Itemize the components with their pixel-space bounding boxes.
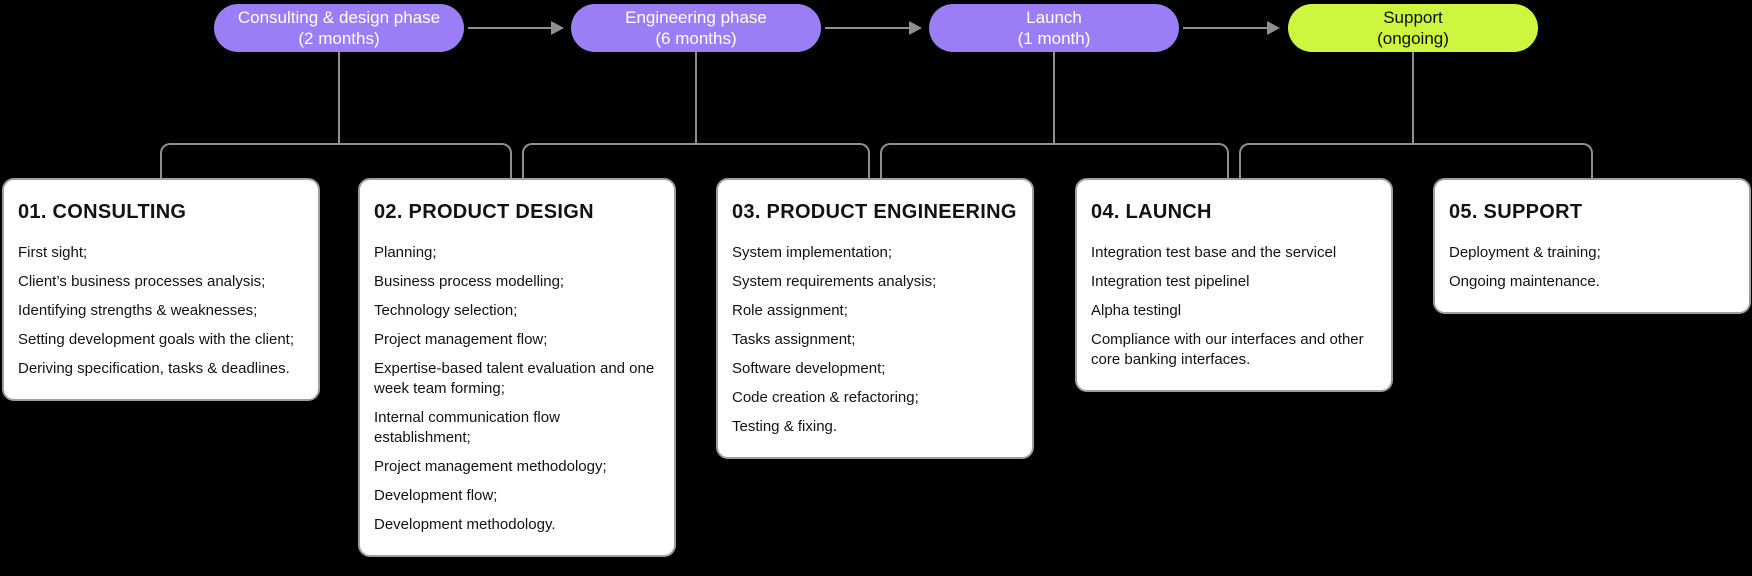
connector-drop-line bbox=[338, 52, 340, 144]
card-support: 05. SUPPORT Deployment & training; Ongoin… bbox=[1433, 178, 1751, 314]
card-item: Software development; bbox=[732, 360, 886, 377]
card-item: Role assignment; bbox=[732, 302, 848, 319]
card-consulting: 01. CONSULTING First sight; Client’s busi… bbox=[2, 178, 320, 401]
connector-bracket bbox=[1239, 143, 1593, 181]
phase-pill-launch: Launch (1 month) bbox=[929, 4, 1179, 52]
connector-bracket bbox=[522, 143, 870, 181]
arrow-line bbox=[1183, 27, 1269, 29]
phase-duration: (1 month) bbox=[1017, 29, 1091, 48]
card-items: Planning; Business process modelling; Tech… bbox=[374, 243, 660, 535]
phase-pill-engineering: Engineering phase (6 months) bbox=[571, 4, 821, 52]
phase-label: Consulting & design phase bbox=[237, 8, 441, 27]
phase-label: Engineering phase bbox=[625, 8, 767, 27]
card-item: First sight; bbox=[18, 244, 88, 261]
card-item: System requirements analysis; bbox=[732, 273, 937, 290]
phase-pill-consulting-design: Consulting & design phase (2 months) bbox=[214, 4, 464, 52]
card-item: Client’s business processes analysis; bbox=[18, 273, 266, 290]
card-title: 04. LAUNCH bbox=[1091, 201, 1212, 223]
card-item: Alpha testingl bbox=[1091, 302, 1182, 319]
connector-drop-line bbox=[1412, 52, 1414, 144]
card-item: Deployment & training; bbox=[1449, 244, 1601, 261]
card-title: 03. PRODUCT ENGINEERING bbox=[732, 201, 1017, 223]
card-item: Technology selection; bbox=[374, 302, 518, 319]
card-item: Ongoing maintenance. bbox=[1449, 273, 1600, 290]
card-item: Setting development goals with the clien… bbox=[18, 331, 294, 348]
card-items: System implementation; System requirement… bbox=[732, 243, 1018, 437]
card-item: Code creation & refactoring; bbox=[732, 389, 919, 406]
arrow-right-icon bbox=[909, 21, 922, 35]
card-item: System implementation; bbox=[732, 244, 893, 261]
card-item: Deriving specification, tasks & deadline… bbox=[18, 360, 290, 377]
arrow-line bbox=[468, 27, 553, 29]
connector-drop-line bbox=[1053, 52, 1055, 144]
connector-bracket bbox=[880, 143, 1229, 181]
card-title: 05. SUPPORT bbox=[1449, 201, 1583, 223]
arrow-right-icon bbox=[1267, 21, 1280, 35]
connector-drop-line bbox=[695, 52, 697, 144]
card-title: 02. PRODUCT DESIGN bbox=[374, 201, 594, 223]
card-launch: 04. LAUNCH Integration test base and the… bbox=[1075, 178, 1393, 392]
card-item: Project management flow; bbox=[374, 331, 548, 348]
card-item: Development methodology. bbox=[374, 516, 556, 533]
arrow-right-icon bbox=[551, 21, 564, 35]
card-item: Development flow; bbox=[374, 487, 498, 504]
card-item: Identifying strengths & weaknesses; bbox=[18, 302, 258, 319]
card-item: Tasks assignment; bbox=[732, 331, 856, 348]
card-items: Deployment & training; Ongoing maintenanc… bbox=[1449, 243, 1735, 292]
card-item: Internal communication flow establishmen… bbox=[374, 409, 560, 446]
card-product-design: 02. PRODUCT DESIGN Planning; Business pro… bbox=[358, 178, 676, 557]
card-product-engineering: 03. PRODUCT ENGINEERING System implement… bbox=[716, 178, 1034, 459]
card-item: Compliance with our interfaces and other… bbox=[1091, 331, 1364, 368]
card-item: Integration test pipelinel bbox=[1091, 273, 1250, 290]
phase-label: Support bbox=[1383, 8, 1443, 27]
phase-label: Launch bbox=[1026, 8, 1082, 27]
phase-duration: (ongoing) bbox=[1377, 29, 1449, 48]
phase-duration: (6 months) bbox=[655, 29, 737, 48]
card-item: Project management methodology; bbox=[374, 458, 607, 475]
card-item: Planning; bbox=[374, 244, 437, 261]
phase-duration: (2 months) bbox=[298, 29, 380, 48]
card-item: Business process modelling; bbox=[374, 273, 565, 290]
connector-bracket bbox=[160, 143, 512, 181]
card-item: Testing & fixing. bbox=[732, 418, 838, 435]
phase-pill-support: Support (ongoing) bbox=[1288, 4, 1538, 52]
card-items: First sight; Client’s business processes … bbox=[18, 243, 304, 379]
card-item: Integration test base and the servicel bbox=[1091, 244, 1337, 261]
arrow-line bbox=[825, 27, 911, 29]
card-item: Expertise-based talent evaluation and on… bbox=[374, 360, 655, 397]
card-title: 01. CONSULTING bbox=[18, 201, 187, 223]
